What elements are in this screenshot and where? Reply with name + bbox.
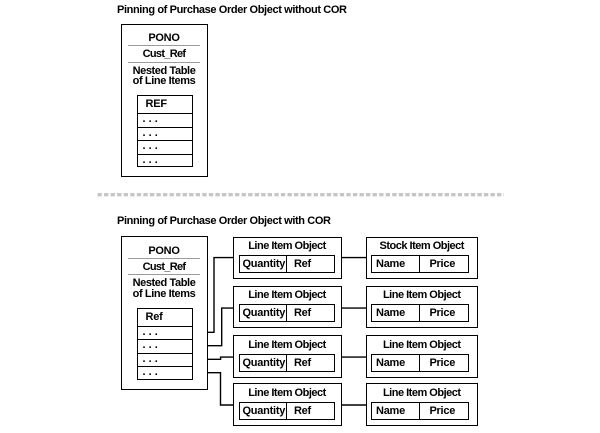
purchase-order-box-without-cor: PONO Cust_Ref Nested Table of Line Items… xyxy=(120,23,208,177)
divider-under-cust-ref xyxy=(127,61,200,63)
ref-table-row: ... xyxy=(137,325,192,339)
divider-under-cust-ref xyxy=(127,274,200,276)
quantity-cell: Quantity xyxy=(242,258,286,270)
line-item-object-title: Line Item Object xyxy=(248,289,326,302)
stock-item-object-title: Stock Item Object xyxy=(379,240,465,252)
name-cell: Name xyxy=(376,258,405,270)
stock-item-object-box: Stock Item Object Name Price xyxy=(366,236,478,280)
ref-table-header: REF xyxy=(145,98,168,110)
name-cell: Name xyxy=(376,307,405,320)
price-cell: Price xyxy=(419,256,468,272)
line-item-cells: Quantity Ref xyxy=(239,255,335,273)
nested-table-note-line2: of Line Items xyxy=(132,287,196,300)
ref-cell: Ref xyxy=(286,402,334,419)
cust-ref-field: Cust_Ref xyxy=(142,260,186,273)
line-item-object-title: Line Item Object xyxy=(248,240,326,252)
line-item-object-title: Line Item Object xyxy=(382,338,461,351)
nested-table-note: Nested Table of Line Items xyxy=(122,278,207,300)
name-cell: Name xyxy=(376,356,405,369)
line-item-object-title: Line Item Object xyxy=(248,386,326,399)
name-cell: Name xyxy=(376,404,405,417)
ref-table-row: ... xyxy=(137,126,192,140)
line-item-object-box-3: Line Item Object Quantity Ref xyxy=(232,335,342,378)
line-item-object-title: Line Item Object xyxy=(382,289,461,302)
item-cells: Name Price xyxy=(371,401,469,420)
item-object-box-2: Line Item Object Name Price xyxy=(366,285,478,329)
ref-cell: Ref xyxy=(286,305,334,322)
price-cell: Price xyxy=(419,402,468,419)
quantity-cell: Quantity xyxy=(242,356,286,369)
ref-table-row: ... xyxy=(137,153,192,167)
line-item-object-title: Line Item Object xyxy=(248,338,326,351)
ref-table-row: ... xyxy=(137,339,192,352)
quantity-cell: Quantity xyxy=(242,307,286,320)
item-cells: Name Price xyxy=(371,304,469,323)
ref-table-header: Ref xyxy=(145,310,163,323)
figure-title-with-cor: Pinning of Purchase Order Object with CO… xyxy=(117,214,331,227)
line-item-object-box-1: Line Item Object Quantity Ref xyxy=(232,236,342,280)
purchase-order-box-with-cor: PONO Cust_Ref Nested Table of Line Items… xyxy=(120,236,208,390)
ref-cell: Ref xyxy=(286,354,334,371)
line-item-object-box-4: Line Item Object Quantity Ref xyxy=(232,383,342,427)
ref-table-row: ... xyxy=(137,366,192,379)
price-cell: Price xyxy=(419,354,468,371)
price-cell: Price xyxy=(419,305,468,322)
line-item-object-title: Line Item Object xyxy=(382,386,461,399)
line-item-cells: Quantity Ref xyxy=(239,353,335,372)
item-cells: Name Price xyxy=(371,353,469,372)
figure-title-without-cor: Pinning of Purchase Order Object without… xyxy=(117,3,347,16)
nested-ref-table: REF ... ... ... ... xyxy=(136,95,193,167)
pono-header: PONO xyxy=(148,244,180,257)
pono-header: PONO xyxy=(148,32,180,44)
nested-table-note-line2: of Line Items xyxy=(132,75,196,88)
ref-cell: Ref xyxy=(286,256,334,272)
nested-table-note-line1: Nested Table xyxy=(132,64,196,77)
quantity-cell: Quantity xyxy=(242,404,286,417)
ref-table-row: ... xyxy=(137,113,192,126)
item-cells: Name Price xyxy=(371,255,469,273)
item-object-box-3: Line Item Object Name Price xyxy=(366,335,478,378)
line-item-object-box-2: Line Item Object Quantity Ref xyxy=(232,285,342,329)
line-item-cells: Quantity Ref xyxy=(239,304,335,323)
cust-ref-field: Cust_Ref xyxy=(142,48,186,61)
divider-under-pono xyxy=(127,45,200,47)
line-item-cells: Quantity Ref xyxy=(239,401,335,420)
ref-table-row: ... xyxy=(137,352,192,366)
item-object-box-4: Line Item Object Name Price xyxy=(366,383,478,427)
nested-table-note: Nested Table of Line Items xyxy=(122,64,207,88)
ref-table-row: ... xyxy=(137,140,192,153)
divider-under-pono xyxy=(127,257,200,259)
nested-table-note-line1: Nested Table xyxy=(132,277,196,289)
nested-ref-table: Ref ... ... ... ... xyxy=(136,307,193,380)
